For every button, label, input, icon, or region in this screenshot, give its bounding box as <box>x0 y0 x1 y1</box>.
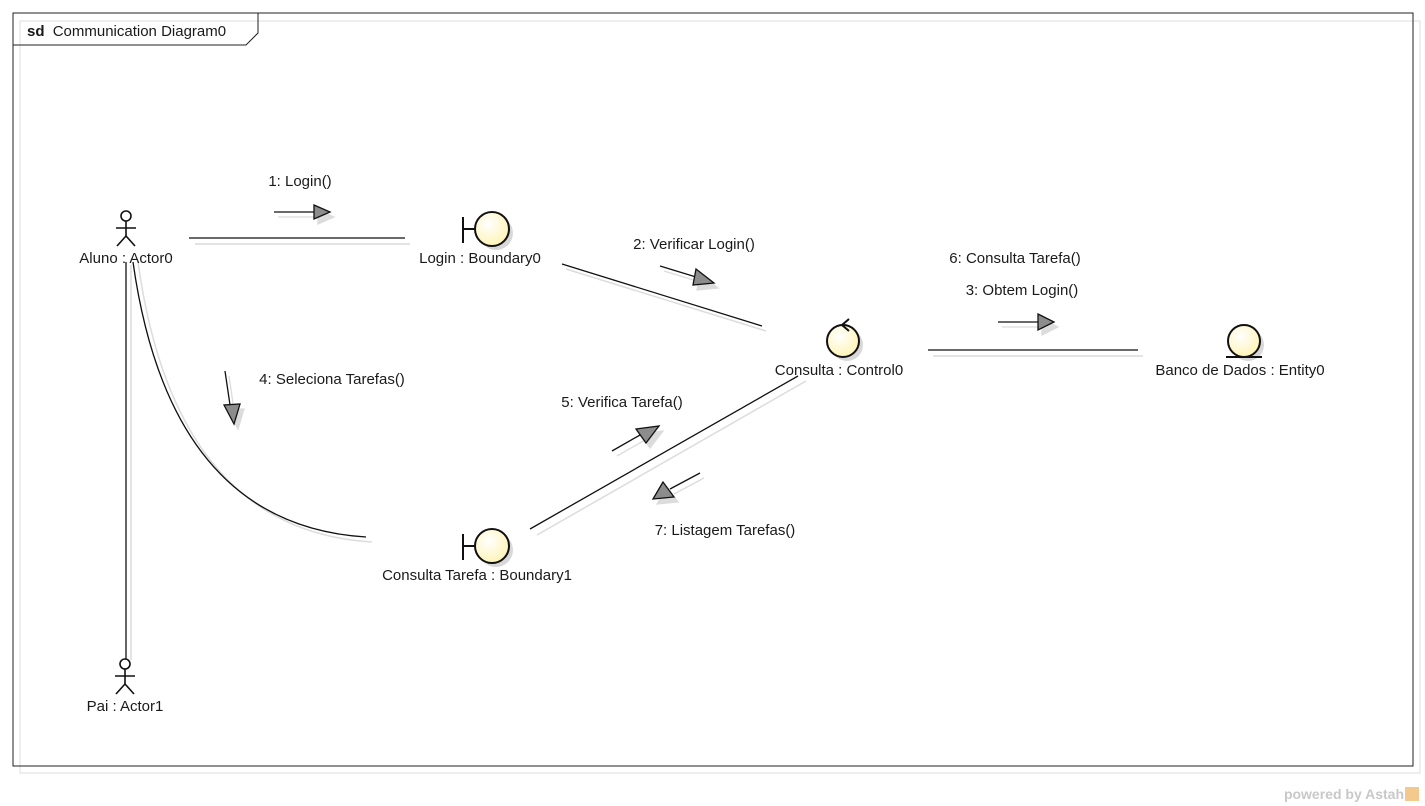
message-arrow-3 <box>998 312 1056 332</box>
message-arrows <box>222 204 1056 500</box>
control-label: Consulta : Control0 <box>775 362 903 379</box>
links <box>125 237 1138 660</box>
boundary-login[interactable]: Login : Boundary0 <box>419 211 541 267</box>
message-arrow-2 <box>659 265 716 286</box>
link-login-consulta[interactable] <box>561 263 763 327</box>
control-icon <box>826 318 863 361</box>
watermark-text: powered by Astah <box>1283 786 1404 802</box>
actor-pai[interactable]: Pai : Actor1 <box>87 658 164 715</box>
frame-name: Communication Diagram0 <box>53 23 226 40</box>
actor-label: Pai : Actor1 <box>87 698 164 715</box>
link-shadows <box>130 243 1143 660</box>
message-label-5: 5: Verifica Tarefa() <box>561 394 682 411</box>
message-label-3: 3: Obtem Login() <box>966 282 1079 299</box>
message-arrow-1 <box>274 204 332 220</box>
actor-aluno[interactable]: Aluno : Actor0 <box>79 210 173 267</box>
boundary-icon <box>462 211 513 250</box>
message-label-2: 2: Verificar Login() <box>633 236 755 253</box>
astah-watermark: powered by Astah <box>1284 786 1419 802</box>
boundary-consulta-tarefa[interactable]: Consulta Tarefa : Boundary1 <box>382 528 572 584</box>
boundary-icon <box>462 528 513 567</box>
control-consulta[interactable]: Consulta : Control0 <box>775 318 903 379</box>
message-arrow-shadows <box>226 209 1060 505</box>
link-aluno-consulta-tarefa[interactable] <box>132 261 367 538</box>
message-arrow-4 <box>222 370 241 426</box>
frame-keyword: sd <box>27 23 45 40</box>
link-consulta-tarefa-consulta[interactable] <box>529 375 799 530</box>
astah-logo-icon <box>1405 787 1419 801</box>
actor-label: Aluno : Actor0 <box>79 250 172 267</box>
entity-label: Banco de Dados : Entity0 <box>1155 362 1324 379</box>
message-arrow-7 <box>651 472 701 500</box>
frame-title: sd Communication Diagram0 <box>27 23 226 40</box>
boundary-label: Login : Boundary0 <box>419 250 541 267</box>
message-labels: 1: Login() 2: Verificar Login() 3: Obtem… <box>259 173 1081 539</box>
message-label-7: 7: Listagem Tarefas() <box>655 522 796 539</box>
actor-icon <box>116 210 136 247</box>
entity-icon <box>1226 324 1264 361</box>
diagram-frame: sd Communication Diagram0 <box>12 12 1421 774</box>
entity-banco-de-dados[interactable]: Banco de Dados : Entity0 <box>1155 324 1325 379</box>
message-label-4: 4: Seleciona Tarefas() <box>259 371 405 388</box>
boundary-label: Consulta Tarefa : Boundary1 <box>382 567 572 584</box>
actor-icon <box>115 658 135 695</box>
message-arrow-5 <box>611 425 661 452</box>
message-label-6: 6: Consulta Tarefa() <box>949 250 1080 267</box>
message-label-1: 1: Login() <box>268 173 331 190</box>
